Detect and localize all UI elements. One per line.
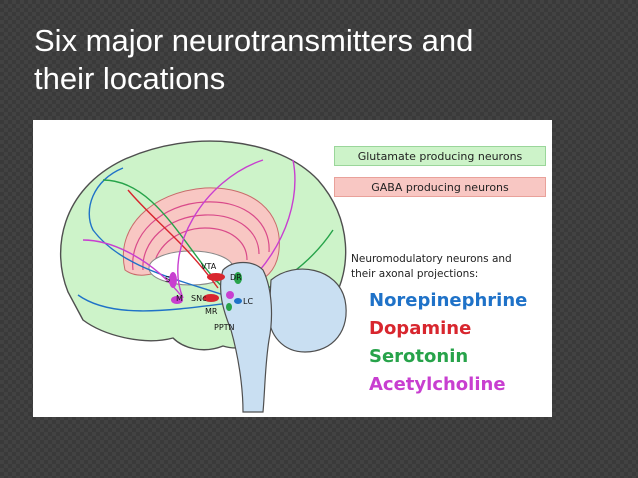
limbic-ring-2: [142, 214, 260, 271]
legend-gaba: GABA producing neurons: [334, 177, 546, 197]
slide-title: Six major neurotransmitters and their lo…: [34, 22, 614, 98]
label-mr: MR: [205, 307, 218, 316]
acetylcholine-projection-1: [177, 159, 264, 299]
neurotransmitter-serotonin: Serotonin: [369, 346, 469, 367]
snc-nucleus: [203, 294, 219, 302]
dr-nucleus: [234, 272, 242, 284]
vta-nucleus: [207, 273, 225, 281]
label-snc: SNc: [191, 294, 206, 303]
mr-nucleus: [226, 303, 232, 311]
lc-nucleus: [234, 298, 242, 304]
neurotransmitter-acetylcholine: Acetylcholine: [369, 374, 506, 395]
label-pptn: PPTN: [214, 323, 235, 332]
cerebellum: [268, 268, 347, 353]
norepinephrine-projection-2: [77, 294, 239, 312]
slide-title-line-2: their locations: [34, 61, 226, 96]
serotonin-projection-1: [102, 179, 234, 296]
slide-title-line-1: Six major neurotransmitters and: [34, 23, 474, 58]
legend-glutamate: Glutamate producing neurons: [334, 146, 546, 166]
neuromodulatory-heading: Neuromodulatory neurons and their axonal…: [351, 252, 551, 282]
neurotransmitter-dopamine: Dopamine: [369, 318, 472, 339]
label-vta: VTA: [201, 262, 217, 271]
pptn-nucleus: [226, 291, 234, 299]
brain-figure: VTA DR S M SNc LC MR PPTN Glutamate prod…: [33, 120, 552, 417]
neuromodulatory-heading-line-2: their axonal projections:: [351, 268, 479, 280]
neuromodulatory-heading-line-1: Neuromodulatory neurons and: [351, 253, 512, 265]
brain-diagram: VTA DR S M SNc LC MR PPTN: [59, 140, 347, 413]
limbic-ring-3: [152, 227, 248, 273]
meynert-nucleus: [171, 296, 183, 304]
label-s: S: [165, 275, 170, 284]
dopamine-projection: [127, 189, 219, 289]
label-dr: DR: [230, 273, 242, 282]
septal-nucleus: [169, 272, 177, 288]
norepinephrine-projection-1: [88, 167, 239, 301]
neurotransmitter-norepinephrine: Norepinephrine: [369, 290, 528, 311]
label-lc: LC: [243, 297, 253, 306]
label-m: M: [176, 294, 183, 303]
brainstem: [219, 261, 273, 413]
